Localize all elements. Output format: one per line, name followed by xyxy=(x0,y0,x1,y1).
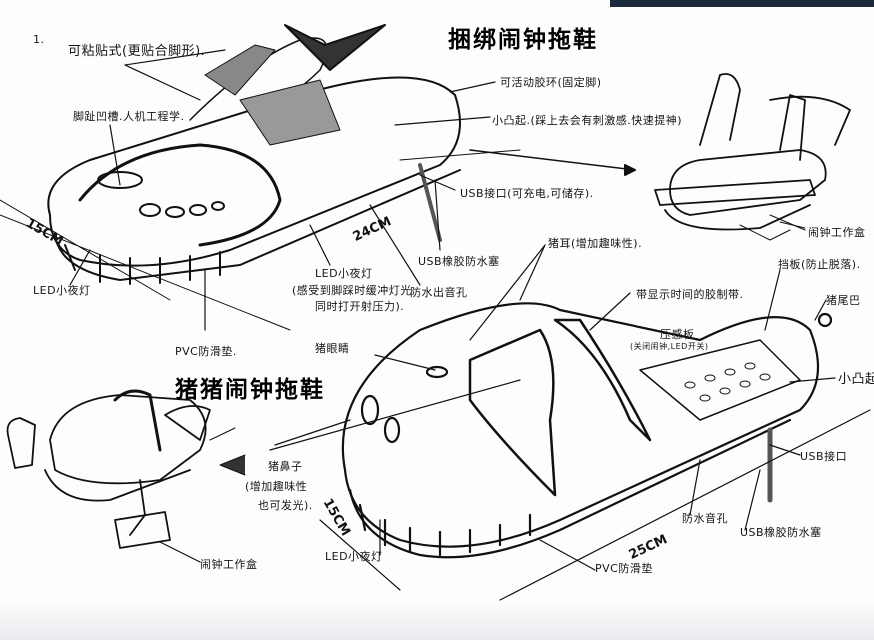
slipper-1-drawing xyxy=(0,24,636,331)
label-adhesive: 可粘贴式(更贴合脚形). xyxy=(68,44,206,59)
label-pig-ear: 猪耳(增加趣味性). xyxy=(548,237,643,250)
label-pressure-1: 压感板 xyxy=(660,328,695,341)
label-pig-nose-3: 也可发光). xyxy=(258,499,313,512)
label-speaker-hole-2: 防水音孔 xyxy=(682,512,728,525)
label-pvc-pad-1: PVC防滑垫. xyxy=(175,345,237,358)
label-bumps-2: 小凸起 xyxy=(838,372,874,387)
label-pressure-2: (关闭闹钟,LED开关) xyxy=(630,342,709,351)
label-toe-groove: 脚趾凹槽.人机工程学. xyxy=(73,110,185,123)
label-baffle: 挡板(防止脱落). xyxy=(778,258,861,271)
paper-shadow xyxy=(0,600,874,640)
label-led-side-3: 同时打开射压力). xyxy=(315,300,405,313)
pig-slipper-drawing xyxy=(269,302,871,601)
label-usb-plug-2: USB橡胶防水塞 xyxy=(740,526,822,539)
pig-slipper-leaders xyxy=(374,244,836,571)
label-alarm-box-2: 闹钟工作盒 xyxy=(200,558,258,571)
label-speaker-hole-1: 防水出音孔 xyxy=(410,286,468,299)
photo-edge xyxy=(610,0,874,7)
slipper-1-leaders xyxy=(69,49,496,331)
label-led-2: LED小夜灯 xyxy=(325,550,383,563)
label-pig-nose-1: 猪鼻子 xyxy=(268,460,303,473)
label-rubber-ring: 可活动胶环(固定脚) xyxy=(500,76,602,89)
page-number: 1. xyxy=(33,33,45,46)
label-pig-nose-2: (增加趣味性 xyxy=(245,480,308,493)
label-bumps-1: 小凸起.(踩上去会有刺激感.快速提神) xyxy=(492,114,683,127)
label-usb-port-1: USB接口(可充电,可储存). xyxy=(460,187,594,200)
label-usb-port-2: USB接口 xyxy=(800,450,848,463)
label-alarm-box-1: 闹钟工作盒 xyxy=(808,226,866,239)
pig-nose-leader xyxy=(274,419,351,446)
label-time-band: 带显示时间的胶制带. xyxy=(636,288,744,301)
title-bound-slipper: 捆绑闹钟拖鞋 xyxy=(448,27,598,53)
label-usb-plug-1: USB橡胶防水塞 xyxy=(418,255,500,268)
label-led-side-2: (感受到脚踩时缓冲灯光 xyxy=(292,284,412,297)
title-pig-slipper: 猪猪闹钟拖鞋 xyxy=(175,377,325,403)
label-led-side-1: LED小夜灯 xyxy=(315,267,373,280)
pig-slipper-small-drawing xyxy=(6,389,246,563)
label-pvc-pad-2: PVC防滑垫 xyxy=(595,562,653,575)
label-pig-tail: 猪尾巴 xyxy=(826,294,861,307)
label-led-front: LED小夜灯 xyxy=(33,284,91,297)
label-pig-eye: 猪眼睛 xyxy=(315,342,350,355)
slipper-1-side-drawing xyxy=(654,73,851,241)
